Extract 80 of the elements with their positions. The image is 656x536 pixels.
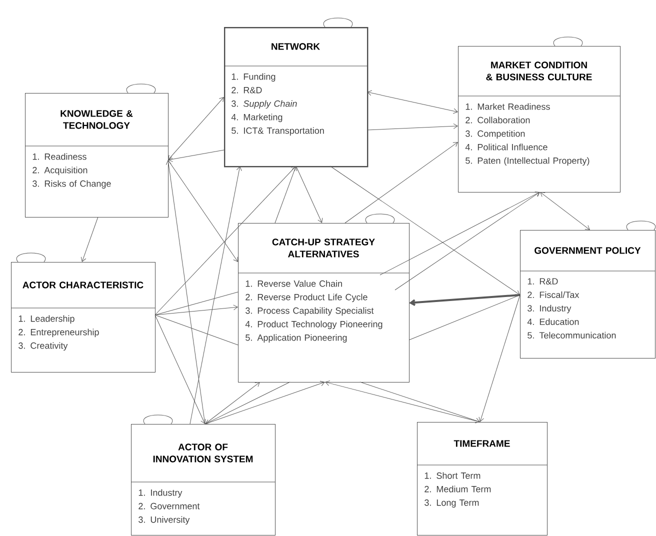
box-heading: GOVERNMENT POLICY [534, 247, 641, 254]
list-item: 1. Short Term [424, 472, 480, 479]
list-box [416, 422, 548, 536]
list-box [10, 262, 156, 372]
list-box [238, 223, 410, 382]
arrow [367, 90, 458, 114]
arrow [204, 380, 325, 424]
arrow [360, 382, 480, 424]
list-box [458, 46, 620, 192]
list-item: 3. Supply Chain [232, 100, 297, 109]
list-item: 3. Creativity [18, 342, 68, 351]
loop-arc [143, 414, 173, 424]
list-item: 5. Application Pioneering [246, 334, 347, 343]
list-item: 1. Market Readiness [466, 103, 550, 110]
arrow [409, 294, 520, 306]
list-item: 2. Government [138, 502, 200, 510]
arrow [168, 97, 224, 160]
arrow [168, 150, 224, 162]
box-heading: KNOWLEDGE & TECHNOLOGY [60, 110, 133, 129]
list-item: 2. Fiscal/Tax [528, 291, 580, 298]
list-item: 2. R&D [232, 86, 262, 94]
box-heading: NETWORK [272, 43, 320, 50]
arrow [366, 123, 458, 130]
list-item: 4. Marketing [231, 114, 282, 122]
arrow [274, 166, 298, 224]
list-item: 2. Collaboration [466, 116, 530, 124]
arrow [380, 192, 540, 276]
arrow [154, 304, 238, 316]
arrow [325, 380, 480, 422]
list-item: 1. Industry [138, 489, 182, 498]
list-item: 2. Entrepreneurship [18, 328, 99, 338]
arrow [154, 314, 206, 424]
arrow [205, 382, 290, 424]
box-heading: ACTOR CHARACTERISTIC [22, 282, 144, 288]
list-item: 4. Education [527, 318, 579, 326]
list-item: 3. Competition [466, 130, 525, 139]
list-item: 1. Readiness [32, 153, 86, 160]
box-heading: CATCH-UP STRATEGY ALTERNATIVES [272, 238, 375, 258]
arrow [296, 166, 323, 223]
list-box [224, 27, 368, 168]
list-item: 4. Product Technology Pioneering [245, 320, 382, 330]
loop-arc [16, 252, 46, 262]
arrow [344, 142, 458, 224]
box-heading: TIMEFRAME [454, 440, 510, 447]
list-item: 4. Political Influence [465, 144, 548, 150]
box-heading: MARKET CONDITION & BUSINESS CULTURE [486, 62, 592, 80]
list-item: 3. Long Term [424, 499, 479, 508]
list-box [24, 93, 168, 218]
loop-arc [323, 18, 353, 28]
arrow [204, 382, 260, 424]
list-item: 3. Industry [528, 304, 572, 314]
loop-arc [553, 36, 583, 46]
list-item: 3. Risks of Change [32, 180, 111, 189]
list-item: 3. Process Capability Specialist [246, 307, 374, 316]
list-item: 5. ICT& Transportation [232, 127, 324, 136]
arrow [166, 160, 206, 424]
list-item: 1. R&D [528, 278, 558, 285]
list-item: 3. University [138, 516, 190, 525]
list-item: 2. Acquisition [32, 166, 88, 176]
loop-arc [626, 220, 656, 230]
arrow [80, 216, 98, 262]
arrow [154, 166, 296, 316]
arrow [168, 160, 238, 262]
list-item: 1. Leadership [18, 315, 74, 324]
arrow [478, 294, 520, 422]
arrow [330, 166, 520, 295]
list-item: 5. Paten (Intellectual Property) [466, 157, 590, 166]
list-item: 2. Reverse Product Life Cycle [246, 294, 368, 302]
list-box [520, 230, 656, 358]
list-item: 2. Medium Term [424, 486, 491, 492]
arrow [394, 192, 540, 290]
loop-arc [365, 214, 395, 224]
list-box [130, 424, 276, 536]
arrow [190, 166, 242, 424]
loop-arc [126, 84, 156, 94]
list-item: 1. Reverse Value Chain [246, 280, 342, 287]
arrow [540, 192, 590, 230]
box-heading: ACTOR OF INNOVATION SYSTEM [153, 444, 253, 462]
list-item: 5. Telecommunication [528, 332, 616, 339]
list-item: 1. Funding [232, 73, 276, 82]
